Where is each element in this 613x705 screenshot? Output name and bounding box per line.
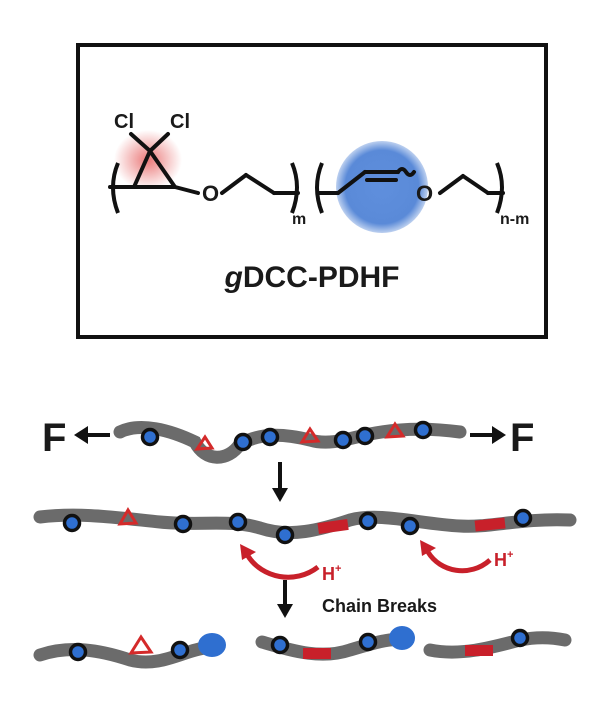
bead: [333, 430, 353, 450]
chain-1-beads: [140, 420, 433, 452]
structure-frame: [76, 43, 548, 339]
bracket-1-close: [290, 162, 299, 214]
proton-arrow-1: [240, 544, 320, 580]
force-arrow-left: [74, 426, 110, 444]
chain-2-enol-ether-2: [474, 517, 506, 532]
proton-label-1: H+: [322, 563, 341, 584]
fragment-3-enol-ether: [465, 645, 493, 656]
proton-label-2-symbol: H: [494, 550, 507, 570]
bead: [413, 420, 433, 440]
chain-1-backbone: [113, 420, 467, 464]
fragment-2-aldehyde-end: [389, 626, 415, 650]
bead: [233, 432, 253, 452]
bead: [513, 508, 533, 528]
oxygen-label-1: O: [202, 181, 219, 206]
polymer-chain-1: [113, 420, 467, 464]
bead: [173, 514, 193, 534]
bead: [358, 511, 378, 531]
bead: [355, 426, 375, 446]
chain-2-beads: [62, 508, 533, 545]
repeat-brackets: [111, 162, 504, 214]
mechanism-panel: F F: [33, 416, 577, 669]
process-arrow-1: [272, 462, 288, 502]
bead: [270, 635, 290, 655]
chain-2-backbone: [33, 508, 577, 540]
subscript-m: m: [292, 211, 306, 228]
polymer-chain-2: [33, 507, 577, 545]
force-label-right: F: [510, 416, 534, 460]
polymer-name-main: DCC-PDHF: [243, 261, 400, 294]
bracket-2-open: [315, 162, 324, 214]
subscript-n-m: n-m: [500, 211, 529, 228]
bead: [260, 427, 280, 447]
fragment-1-cyclopropane: [128, 634, 154, 655]
process-arrow-2: [277, 580, 293, 618]
fragment-3-backbone: [423, 631, 572, 659]
chain-1-cyclopropane-2: [299, 426, 321, 444]
force-label-left: F: [42, 416, 66, 460]
chlorine-label-right: Cl: [170, 111, 190, 133]
polymer-name: gDCC-PDHF: [224, 261, 400, 294]
chain-breaks-label: Chain Breaks: [322, 596, 437, 616]
proton-label-1-symbol: H: [322, 564, 335, 584]
fragment-2-enol-ether: [303, 648, 331, 659]
enol-ether-highlight: [336, 141, 428, 233]
chain-3-beads: [68, 628, 530, 662]
oxygen-label-2: O: [416, 181, 433, 206]
bead: [510, 628, 530, 648]
bead: [62, 513, 82, 533]
bead: [400, 516, 420, 536]
bracket-1-open: [111, 162, 120, 214]
bracket-2-close: [495, 162, 504, 214]
chain-2-enol-ether-1: [317, 518, 349, 535]
bead: [275, 525, 295, 545]
proton-label-2-charge: +: [507, 549, 513, 561]
proton-label-1-charge: +: [335, 563, 341, 575]
bead: [358, 632, 378, 652]
chain-2-cyclopropane: [117, 507, 139, 526]
force-arrow-right: [470, 426, 506, 444]
bead: [228, 512, 248, 532]
bead: [140, 427, 160, 447]
proton-arrow-2: [420, 540, 492, 574]
chain-1-cyclopropane-1: [194, 434, 215, 451]
chain-1-cyclopropane-3: [384, 421, 406, 439]
bead: [170, 640, 190, 660]
polymer-structure-panel: Cl Cl: [76, 43, 548, 339]
proton-label-2: H+: [494, 549, 513, 570]
fragment-1-aldehyde-end: [198, 633, 226, 657]
chlorine-label-left: Cl: [114, 111, 134, 133]
polymer-chain-3: [33, 626, 572, 669]
bead: [68, 642, 88, 662]
polymer-name-prefix: g: [224, 261, 243, 294]
